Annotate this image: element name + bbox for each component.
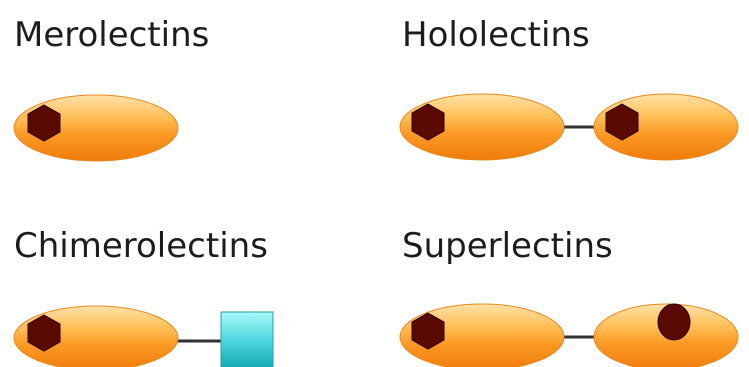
superlectin-structure	[400, 304, 738, 367]
unrelated-domain-square	[221, 312, 273, 367]
chimerolectin-structure	[14, 306, 273, 367]
hololectin-structure	[400, 94, 738, 160]
merolectin-structure	[14, 95, 178, 161]
binding-site-circle	[658, 304, 690, 340]
